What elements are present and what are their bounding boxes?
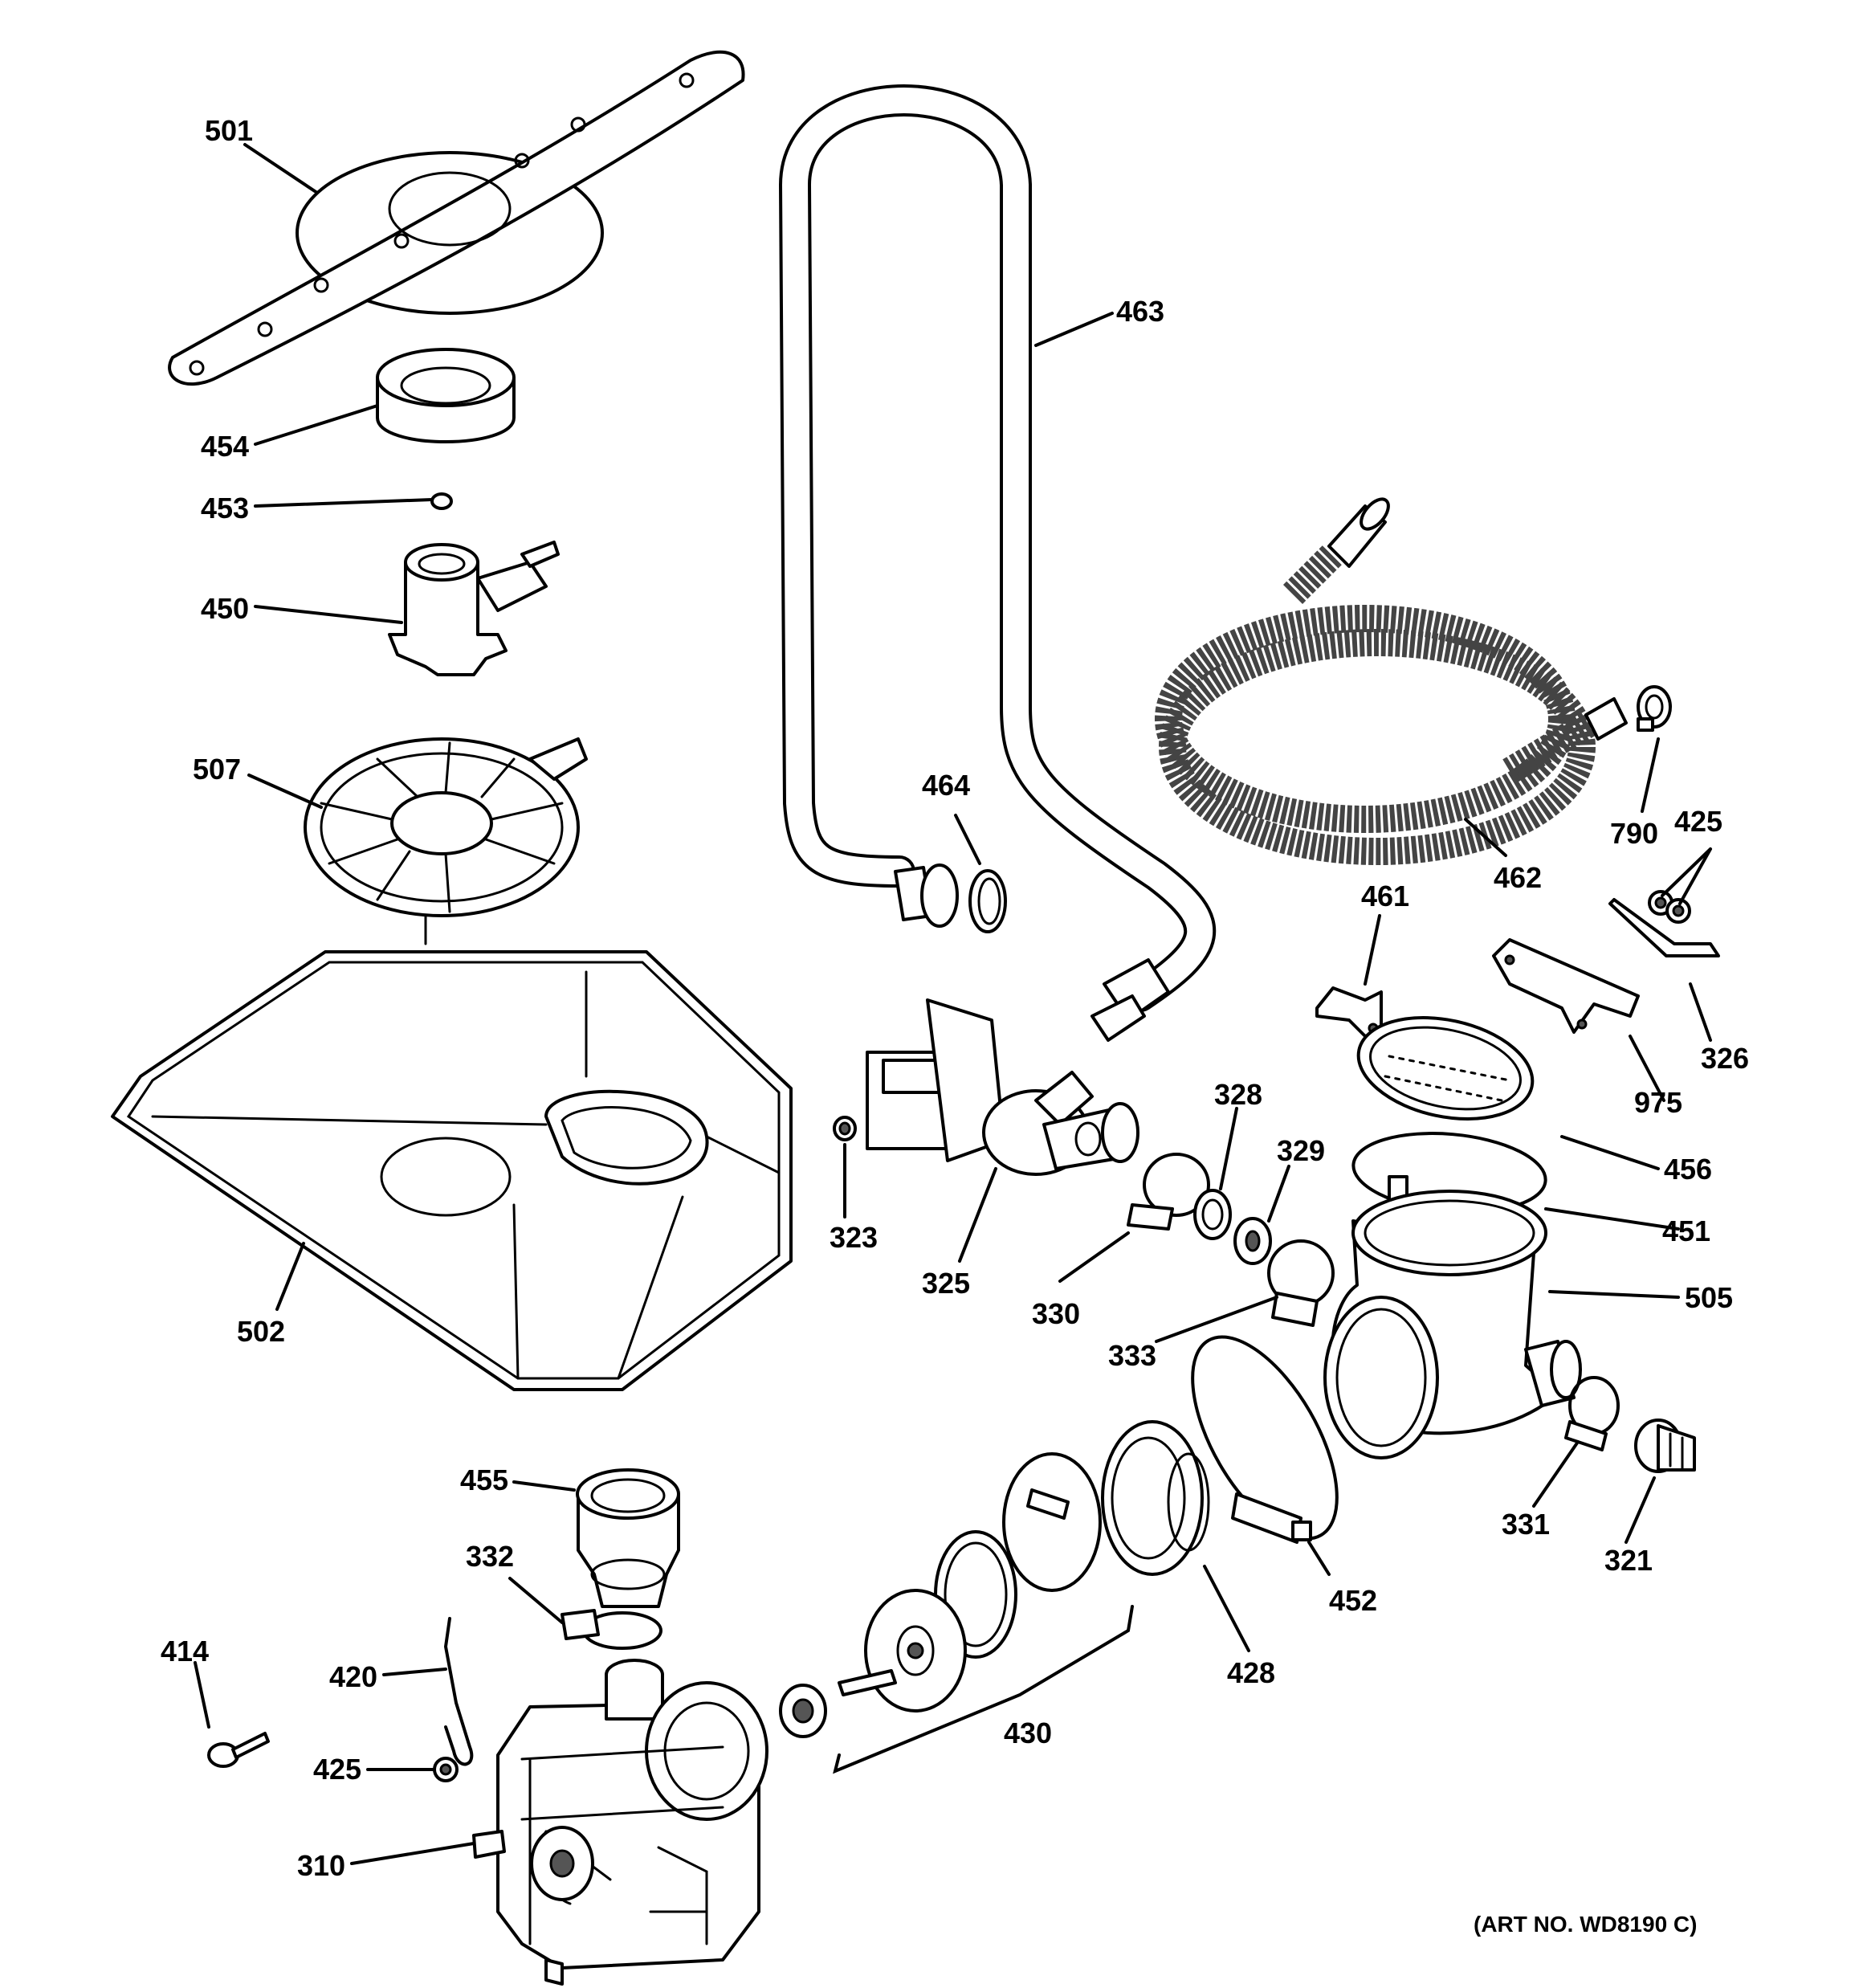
callout-464: 464: [922, 769, 970, 802]
part-328-o-ring: [1193, 1189, 1232, 1240]
callout-325: 325: [922, 1267, 970, 1300]
part-329-check-valve: [1233, 1217, 1272, 1265]
part-414-screw: [207, 1732, 270, 1768]
part-428-seal: [1101, 1420, 1210, 1576]
part-505-sump: [1323, 1190, 1582, 1459]
part-323-grommet: [833, 1116, 857, 1141]
callout-310: 310: [297, 1849, 345, 1882]
part-325-diverter: [866, 998, 1139, 1176]
part-331-clamp: [1564, 1376, 1620, 1451]
part-456-gasket: [1356, 1016, 1535, 1121]
part-455-boot: [576, 1468, 680, 1608]
callout-461: 461: [1361, 880, 1409, 912]
part-464-o-ring: [968, 869, 1007, 933]
part-452-clamp: [1191, 1335, 1339, 1544]
callout-420: 420: [329, 1660, 377, 1693]
part-326-wire: [1608, 898, 1720, 957]
callout-428: 428: [1227, 1656, 1275, 1689]
callout-332: 332: [466, 1540, 514, 1573]
callout-430: 430: [1004, 1717, 1052, 1749]
callout-456: 456: [1664, 1153, 1712, 1186]
callout-330: 330: [1032, 1297, 1080, 1330]
callout-452: 452: [1329, 1584, 1377, 1617]
part-502-sump-cover: [111, 950, 793, 1391]
part-463-tube: [779, 84, 1217, 1042]
part-332-clamp: [561, 1609, 662, 1650]
callout-463: 463: [1116, 295, 1164, 328]
callout-labels: 501 454 453 450 507 502 463 464 462 790 …: [161, 114, 1749, 1937]
part-450-manifold: [388, 541, 560, 676]
part-501-spray-arm: [168, 50, 745, 386]
callout-331: 331: [1502, 1508, 1550, 1541]
callout-451: 451: [1662, 1214, 1710, 1247]
callout-321: 321: [1604, 1544, 1653, 1577]
callout-450: 450: [201, 592, 249, 625]
part-425-grommet: [433, 1757, 459, 1782]
callout-453: 453: [201, 492, 249, 525]
part-453-o-ring: [430, 492, 453, 510]
part-790-clamp: [1637, 685, 1672, 732]
art-number: (ART NO. WD8190 C): [1474, 1912, 1697, 1937]
callout-328: 328: [1214, 1078, 1262, 1111]
part-425-grommets: [1648, 890, 1691, 924]
callout-326: 326: [1701, 1042, 1749, 1075]
part-430-pump-parts: [779, 1452, 1134, 1774]
callout-975: 975: [1634, 1086, 1682, 1119]
callout-425-upper: 425: [1674, 805, 1722, 838]
callout-502: 502: [237, 1315, 285, 1348]
callout-425-lower: 425: [313, 1753, 361, 1786]
part-321-sensor: [1634, 1419, 1696, 1473]
callout-414: 414: [161, 1635, 209, 1668]
callout-507: 507: [193, 753, 241, 786]
callout-333: 333: [1108, 1339, 1156, 1372]
part-454-arm-mount: [376, 348, 516, 443]
callout-501: 501: [205, 114, 253, 147]
part-461-bracket: [1315, 986, 1383, 1038]
leader-lines: [194, 143, 1712, 1865]
callout-462: 462: [1494, 861, 1542, 894]
part-420-wire: [444, 1617, 474, 1766]
callout-790: 790: [1610, 817, 1658, 850]
callout-505: 505: [1685, 1281, 1733, 1314]
callout-323: 323: [830, 1221, 878, 1254]
callout-455: 455: [460, 1463, 508, 1496]
part-507-filter: [304, 737, 588, 945]
part-975-bracket: [1492, 938, 1640, 1034]
callout-329: 329: [1277, 1134, 1325, 1167]
part-462-drain-hose: [1155, 497, 1628, 865]
part-333-clamp: [1267, 1239, 1335, 1327]
part-310-pump-motor: [472, 1659, 768, 1986]
callout-454: 454: [201, 430, 249, 463]
part-330-clamp: [1127, 1153, 1210, 1231]
